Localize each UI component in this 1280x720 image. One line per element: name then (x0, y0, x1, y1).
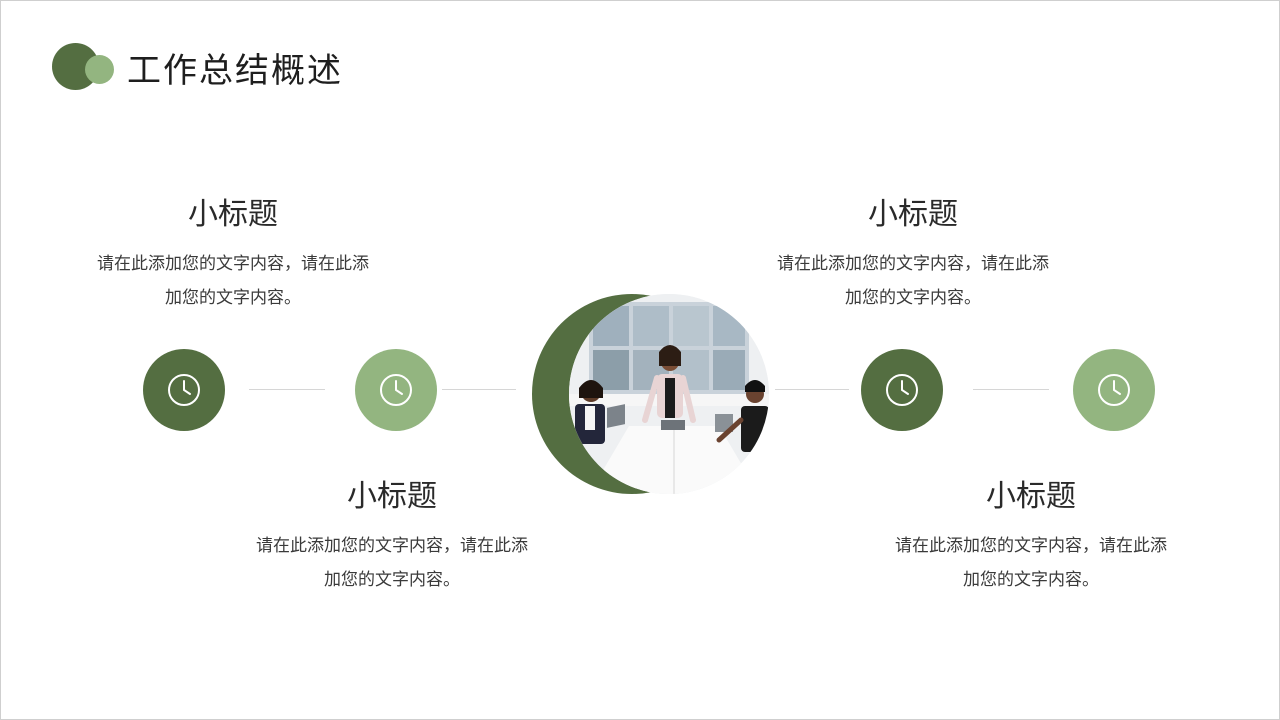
title-dot-small (85, 55, 114, 84)
clock-icon (380, 374, 412, 406)
block-body-line: 加您的文字内容。 (165, 288, 301, 308)
block-body: 请在此添加您的文字内容，请在此添 加您的文字内容。 (73, 247, 393, 315)
text-block-1: 小标题 请在此添加您的文字内容，请在此添 加您的文字内容。 (73, 195, 393, 315)
block-body-line: 请在此添加您的文字内容，请在此添 (895, 536, 1167, 556)
meeting-illustration (569, 294, 769, 494)
timeline-node-1 (143, 349, 225, 431)
block-heading: 小标题 (347, 479, 437, 514)
block-body-line: 加您的文字内容。 (963, 570, 1099, 590)
block-body: 请在此添加您的文字内容，请在此添 加您的文字内容。 (753, 247, 1073, 315)
timeline-node-3 (861, 349, 943, 431)
block-body-line: 请在此添加您的文字内容，请在此添 (256, 536, 528, 556)
block-body-line: 加您的文字内容。 (845, 288, 981, 308)
clock-icon (1098, 374, 1130, 406)
center-photo-group (532, 294, 772, 498)
block-body: 请在此添加您的文字内容，请在此添 加您的文字内容。 (232, 529, 552, 597)
clock-icon (886, 374, 918, 406)
text-block-4: 小标题 请在此添加您的文字内容，请在此添 加您的文字内容。 (871, 477, 1191, 597)
text-block-2: 小标题 请在此添加您的文字内容，请在此添 加您的文字内容。 (232, 477, 552, 597)
connector-line (775, 389, 849, 390)
timeline-node-4 (1073, 349, 1155, 431)
clock-icon (168, 374, 200, 406)
block-body-line: 加您的文字内容。 (324, 570, 460, 590)
page-title: 工作总结概述 (127, 51, 343, 91)
block-body-line: 请在此添加您的文字内容，请在此添 (777, 254, 1049, 274)
block-heading: 小标题 (868, 197, 958, 232)
connector-line (442, 389, 516, 390)
block-heading: 小标题 (986, 479, 1076, 514)
title-decoration (52, 43, 116, 93)
text-block-3: 小标题 请在此添加您的文字内容，请在此添 加您的文字内容。 (753, 195, 1073, 315)
connector-line (249, 389, 325, 390)
block-body: 请在此添加您的文字内容，请在此添 加您的文字内容。 (871, 529, 1191, 597)
connector-line (973, 389, 1049, 390)
timeline-node-2 (355, 349, 437, 431)
block-heading: 小标题 (188, 197, 278, 232)
meeting-photo (569, 294, 769, 494)
block-body-line: 请在此添加您的文字内容，请在此添 (97, 254, 369, 274)
